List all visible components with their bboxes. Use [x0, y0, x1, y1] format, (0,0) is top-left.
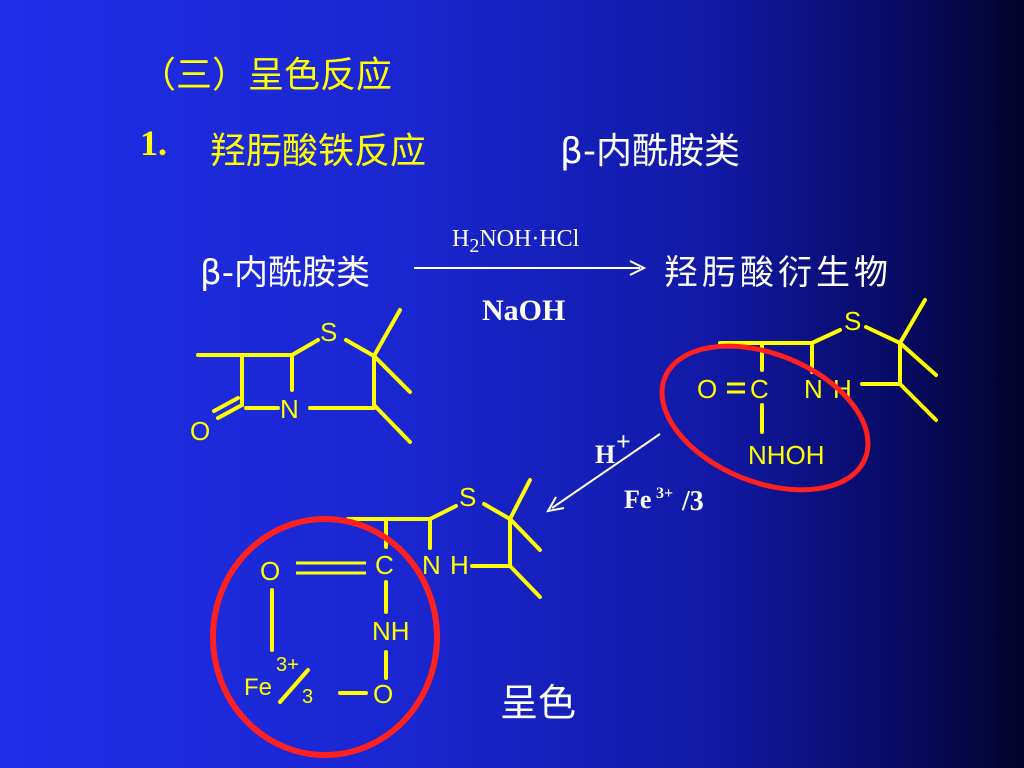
reagent-top-rest: NOH·HCl	[479, 226, 580, 252]
iron-complex-structure-bottom	[270, 478, 542, 704]
step2-fe-fraction: /3	[681, 486, 704, 517]
step2-fe-label: Fe	[624, 485, 651, 514]
bottom-o-atom: O	[373, 679, 393, 709]
carbonyl-double-bond-bottom	[296, 561, 366, 575]
right-nhoh-group: NHOH	[748, 440, 825, 470]
bottom-n-atom: N	[422, 550, 441, 580]
step2-arrow	[546, 433, 661, 513]
left-n-atom: N	[280, 394, 299, 424]
highlight-circle-bottom	[210, 516, 440, 758]
bottom-h-atom: H	[450, 550, 469, 580]
right-s-atom: S	[844, 306, 861, 336]
carbonyl-double-bond-right	[727, 382, 745, 394]
item-subject: β-内酰胺类	[560, 131, 740, 172]
bottom-fe-atom: Fe	[244, 674, 272, 701]
left-s-atom: S	[320, 317, 337, 347]
bottom-s-atom: S	[459, 482, 476, 512]
item-title: 羟肟酸铁反应	[210, 131, 427, 172]
highlight-ellipse-right	[659, 343, 871, 493]
bottom-o-top-atom: O	[260, 556, 280, 586]
right-o-atom: O	[697, 374, 717, 404]
product-label: 羟肟酸衍生物	[664, 253, 892, 293]
reagent-top-sub: 2	[469, 234, 480, 257]
reagent-top-h: H	[452, 226, 470, 252]
result-label: 呈色	[500, 681, 577, 725]
step2-h-label: H	[595, 440, 615, 469]
right-n-atom: N	[804, 374, 823, 404]
hydroxamic-structure-right	[718, 298, 938, 434]
reactant-label: β-内酰胺类	[200, 253, 370, 293]
bottom-c-atom: C	[375, 550, 394, 580]
bottom-fe-charge: 3+	[276, 654, 299, 676]
reaction-arrow	[414, 260, 647, 276]
left-o-atom: O	[190, 416, 210, 446]
penam-structure-left	[196, 308, 412, 444]
right-c-atom: C	[750, 374, 769, 404]
item-number: 1.	[140, 123, 167, 163]
step2-fe-charge: 3+	[656, 485, 673, 502]
section-title: （三）呈色反应	[140, 55, 393, 96]
reagent-bottom: NaOH	[482, 294, 566, 327]
step2-h-charge: +	[616, 427, 631, 456]
reagent-top: H2NOH·HCl	[452, 226, 579, 258]
bottom-nh-group: NH	[372, 616, 410, 646]
bottom-fe-denominator: 3	[302, 686, 313, 708]
